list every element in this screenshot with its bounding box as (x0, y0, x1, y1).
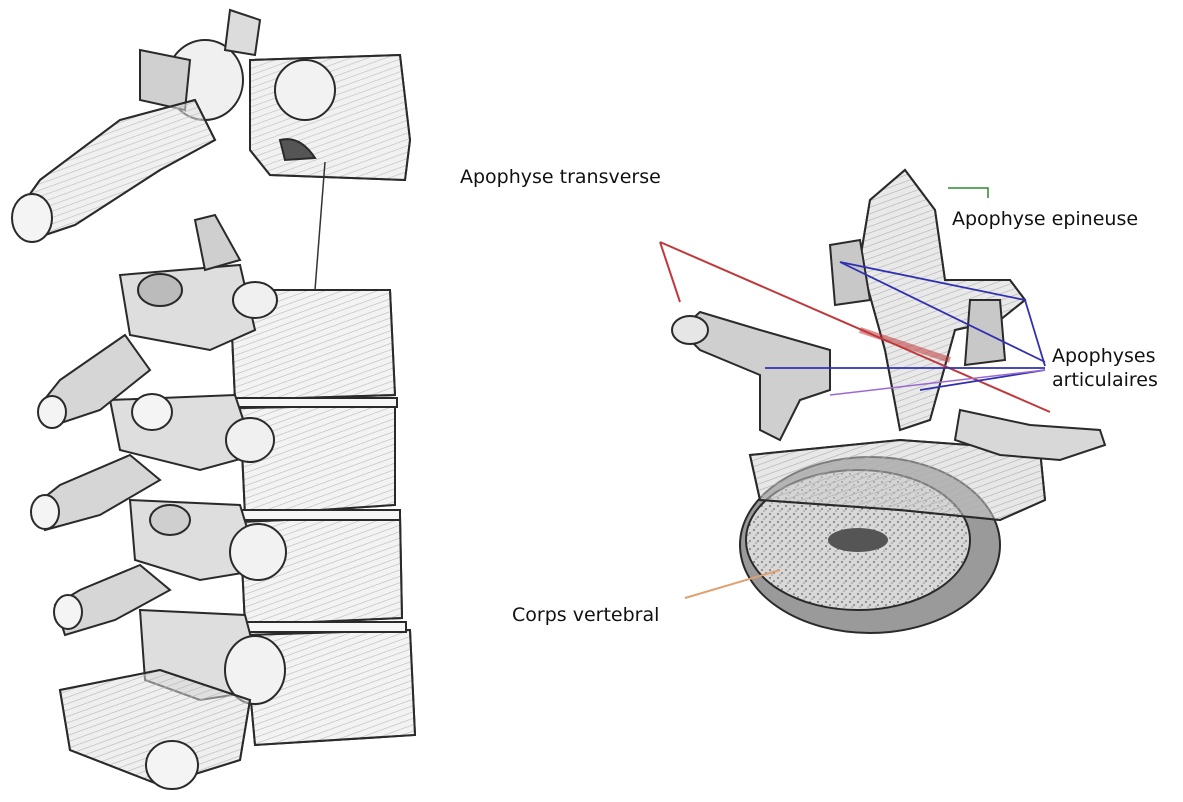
upper-vertebra (12, 10, 410, 242)
label-vertebral-body: Corps vertebral (512, 603, 659, 627)
lateral-column-drawing (12, 10, 415, 789)
lumbar-column (31, 215, 415, 789)
spinous-leader (948, 188, 988, 198)
label-articular-processes-line2: articulaires (1052, 368, 1158, 392)
label-articular-processes-line1: Apophyses (1052, 344, 1156, 368)
single-vertebra-drawing (672, 170, 1105, 633)
label-spinous-process: Apophyse epineuse (952, 207, 1138, 231)
label-transverse-process: Apophyse transverse (460, 165, 661, 189)
